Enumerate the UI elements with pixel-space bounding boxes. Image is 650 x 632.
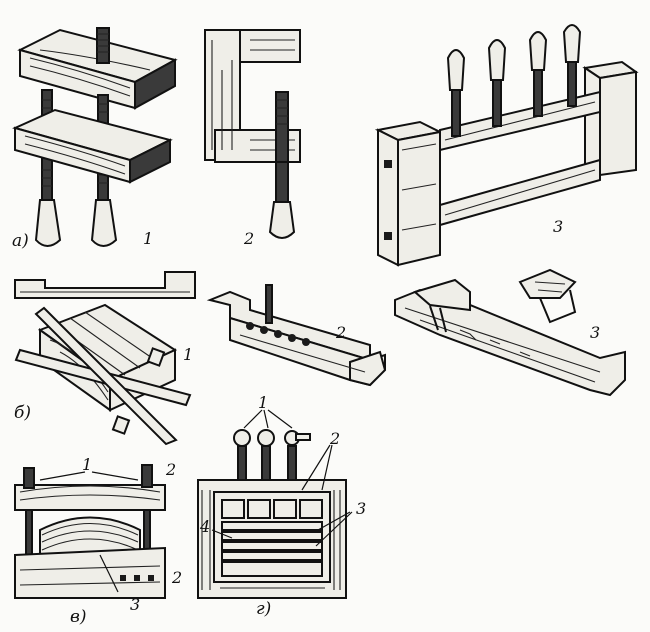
item-label-a3: 3: [553, 217, 563, 236]
clamp-b2-pin-bar: [206, 284, 387, 387]
item-label-b3: 3: [590, 323, 600, 342]
group-label-a: а): [12, 231, 29, 251]
clamp-a3-multi-screw-press: [374, 24, 639, 267]
callout-g-4: 4: [199, 517, 210, 536]
clamp-a2-g-clamp: [204, 29, 301, 239]
press-g-screw-2: [257, 429, 275, 483]
item-label-a2: 2: [243, 229, 254, 248]
press-v-rounded-veneer: [14, 464, 166, 599]
press-screw-2: [487, 39, 507, 127]
callout-g-1: 1: [258, 393, 268, 412]
item-label-b2: 2: [335, 323, 346, 342]
clamp-b1-glued-panel: [14, 303, 192, 446]
callout-v-2-bottom: 2: [171, 568, 182, 587]
press-g-frame-veneer: [197, 429, 347, 599]
clamp-b1-wedge-bar: [14, 271, 196, 299]
callout-lines-g1: [243, 409, 293, 429]
callout-v-2-top: 2: [165, 460, 176, 479]
press-screw-4: [562, 24, 582, 107]
callout-lines-v1: [39, 471, 139, 481]
cam-clip-detail: [518, 268, 577, 324]
callout-lines-g3: [315, 511, 353, 547]
callout-v-3: 3: [130, 595, 140, 614]
callout-lines-g2: [301, 444, 333, 491]
callout-line-g4: [211, 529, 233, 539]
group-label-b: б): [14, 403, 31, 423]
clamp-a1-hand-screw: [12, 27, 178, 247]
group-label-g: г): [256, 599, 271, 619]
group-label-v: в): [70, 607, 87, 627]
press-g-screw-3: [284, 430, 311, 483]
press-screw-1: [446, 49, 466, 137]
item-label-a1: 1: [143, 229, 153, 248]
callout-g-3: 3: [356, 499, 366, 518]
press-screw-3: [528, 31, 548, 117]
callout-v-1: 1: [82, 455, 92, 474]
callout-g-2: 2: [329, 429, 340, 448]
item-label-b1: 1: [183, 345, 193, 364]
callout-line-v3: [99, 554, 119, 593]
clamp-b3-sliding-bar: [394, 278, 626, 397]
press-g-screw-1: [233, 429, 251, 483]
